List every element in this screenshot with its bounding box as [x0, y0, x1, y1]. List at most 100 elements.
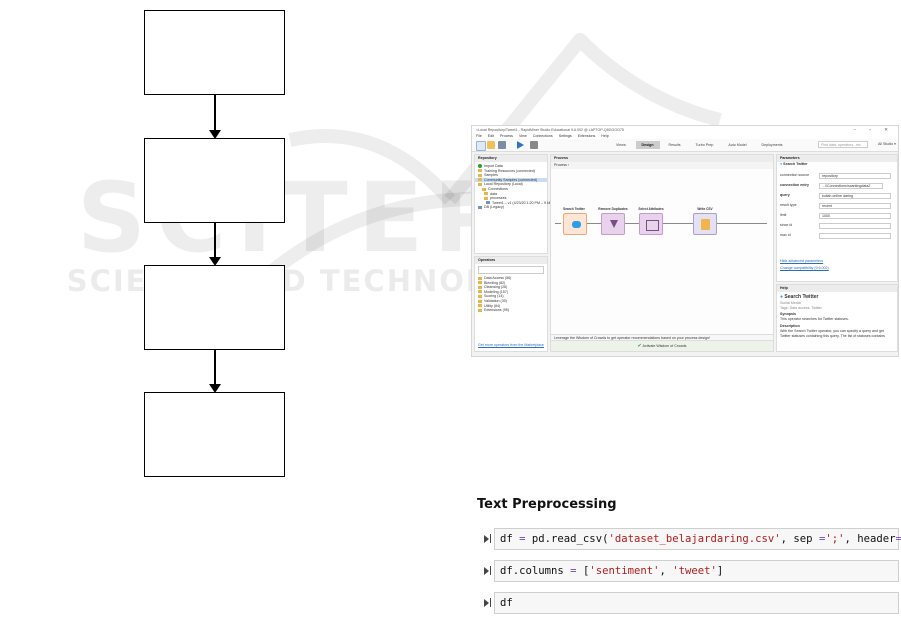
operator-group[interactable]: Modeling (157)	[475, 290, 547, 295]
columns-icon	[646, 220, 659, 231]
operator-group[interactable]: Data Access (56)	[475, 276, 547, 281]
menu-edit[interactable]: Edit	[487, 134, 494, 138]
operator-group[interactable]: Validation (30)	[475, 299, 547, 304]
menu-extensions[interactable]: Extensions	[577, 134, 596, 138]
window-title: <Local Repository/Tweet1 - RapidMiner St…	[476, 128, 624, 132]
code-cell-1[interactable]: df = pd.read_csv('dataset_belajardaring.…	[494, 528, 901, 550]
code-token: df	[500, 533, 520, 545]
tab-repository[interactable]: Repository	[475, 155, 547, 162]
repo-item[interactable]: Local Repository (Local)	[475, 182, 547, 187]
flowchart-box-1	[144, 10, 285, 95]
marketplace-link[interactable]: Get more operators from the Marketplace	[478, 343, 544, 348]
param-result-type[interactable]: result type recent	[779, 202, 895, 209]
change-compatibility-link[interactable]: Change compatibility (9.6.002)	[780, 266, 829, 270]
operator-group[interactable]: Utility (84)	[475, 304, 547, 309]
flowchart-connector-3	[214, 350, 216, 385]
param-limit[interactable]: limit 1000	[779, 212, 895, 219]
tab-parameters[interactable]: Parameters	[777, 155, 897, 162]
arrow-down-icon	[209, 384, 221, 393]
search-twitter-operator[interactable]	[563, 213, 587, 235]
tab-design[interactable]: Design	[635, 141, 660, 149]
write-csv-operator[interactable]	[693, 213, 717, 235]
operator-group[interactable]: Cleansing (26)	[475, 285, 547, 290]
twitter-bird-icon	[572, 221, 581, 228]
operator-search-input[interactable]	[478, 266, 544, 274]
tab-auto-model[interactable]: Auto Model	[728, 143, 747, 147]
run-cell-icon[interactable]	[484, 599, 489, 607]
twitter-bird-icon: ●	[780, 162, 783, 166]
tab-process[interactable]: Process	[551, 155, 773, 162]
select-attributes-operator[interactable]	[639, 213, 663, 235]
code-token: 'sentiment'	[589, 565, 660, 577]
run-cell-icon[interactable]	[484, 567, 489, 575]
user-menu[interactable]: All Studio ▾	[878, 142, 896, 146]
repo-item[interactable]: Tweet1 – v1 (4/23/20 1:20 PM – 9 kB)	[475, 201, 552, 206]
help-description: With the Search Twitter operator, you ca…	[780, 328, 885, 338]
param-connection-entry[interactable]: connection entry ...//Connections/scanti…	[779, 182, 895, 189]
code-line: df = pd.read_csv('dataset_belajardaring.…	[500, 529, 901, 549]
param-connection-source[interactable]: connection source repository	[779, 172, 895, 179]
global-search-input[interactable]: Find data, operators...etc	[818, 141, 868, 148]
stop-icon[interactable]	[530, 141, 538, 149]
code-token: =	[519, 533, 526, 545]
view-switcher: Views: Design Results Turbo Prep Auto Mo…	[610, 141, 792, 149]
code-token: 'tweet'	[672, 565, 717, 577]
tab-operators[interactable]: Operators	[475, 257, 547, 264]
open-folder-icon[interactable]	[487, 141, 495, 149]
wisdom-hint: Leverage the Wisdom of Crowds to get ope…	[551, 334, 773, 341]
operator-label: Search Twitter	[563, 207, 585, 211]
code-cell-3[interactable]: df	[494, 592, 899, 614]
run-cell-bar	[490, 534, 491, 543]
remove-duplicates-operator[interactable]	[601, 213, 625, 235]
csv-file-icon	[701, 219, 710, 230]
code-token: =	[570, 565, 577, 577]
process-panel: Process Process › Search Twitter Remove …	[550, 154, 774, 352]
operator-group[interactable]: Extensions (95)	[475, 308, 547, 313]
code-token: =	[895, 533, 901, 545]
connection-line	[625, 223, 639, 224]
tab-results[interactable]: Results	[668, 143, 681, 147]
import-data-button[interactable]: Import Data	[475, 164, 547, 169]
menu-settings[interactable]: Settings	[558, 134, 572, 138]
help-operator-category: Social Media	[780, 301, 801, 305]
menu-file[interactable]: File	[476, 134, 482, 138]
param-query[interactable]: query kuliah online daring	[779, 192, 895, 199]
repo-item[interactable]: data	[475, 192, 547, 197]
menu-view[interactable]: View	[518, 134, 527, 138]
repo-item[interactable]: processes	[475, 196, 547, 201]
menu-connections[interactable]: Connections	[532, 134, 553, 138]
process-breadcrumb[interactable]: Process ›	[551, 162, 773, 169]
param-max-id[interactable]: max id	[779, 232, 895, 239]
add-icon	[478, 164, 482, 169]
code-token: , header	[844, 533, 896, 545]
save-icon[interactable]	[498, 141, 506, 149]
help-panel: Help ● Search Twitter Social Media Tags:…	[776, 284, 898, 352]
arrow-down-icon	[209, 257, 221, 266]
run-cell-bar	[490, 566, 491, 575]
tab-deployments[interactable]: Deployments	[761, 143, 783, 147]
run-cell-icon[interactable]	[484, 535, 489, 543]
operator-group[interactable]: Blending (82)	[475, 281, 547, 286]
run-icon[interactable]	[517, 141, 524, 149]
param-since-id[interactable]: since id	[779, 222, 895, 229]
operator-group[interactable]: Scoring (14)	[475, 294, 547, 299]
twitter-bird-icon: ●	[780, 294, 784, 300]
menu-help[interactable]: Help	[601, 134, 609, 138]
repo-item[interactable]: Samples	[475, 173, 547, 178]
activate-wisdom-button[interactable]: ✔ Activate Wisdom of Crowds	[551, 340, 773, 351]
flowchart-box-3	[144, 265, 285, 350]
repo-item[interactable]: DB (Legacy)	[475, 205, 547, 210]
repo-item[interactable]: Training Resources (connected)	[475, 169, 547, 174]
new-process-icon[interactable]	[476, 141, 486, 151]
window-controls[interactable]: – ▫ ✕	[853, 127, 894, 132]
connection-line	[663, 223, 693, 224]
help-synopsis-heading: Synopsis	[780, 312, 796, 317]
menu-process[interactable]: Process	[500, 134, 513, 138]
repo-item[interactable]: Connections	[475, 187, 547, 192]
code-cell-2[interactable]: df.columns = ['sentiment', 'tweet']	[494, 560, 899, 582]
repo-item[interactable]: Community Samples (connected)	[475, 177, 547, 183]
operators-panel: Operators Data Access (56) Blending (82)…	[474, 256, 548, 352]
hide-advanced-link[interactable]: Hide advanced parameters	[780, 259, 824, 263]
tab-help[interactable]: Help	[777, 285, 897, 292]
tab-turbo-prep[interactable]: Turbo Prep	[695, 143, 714, 147]
